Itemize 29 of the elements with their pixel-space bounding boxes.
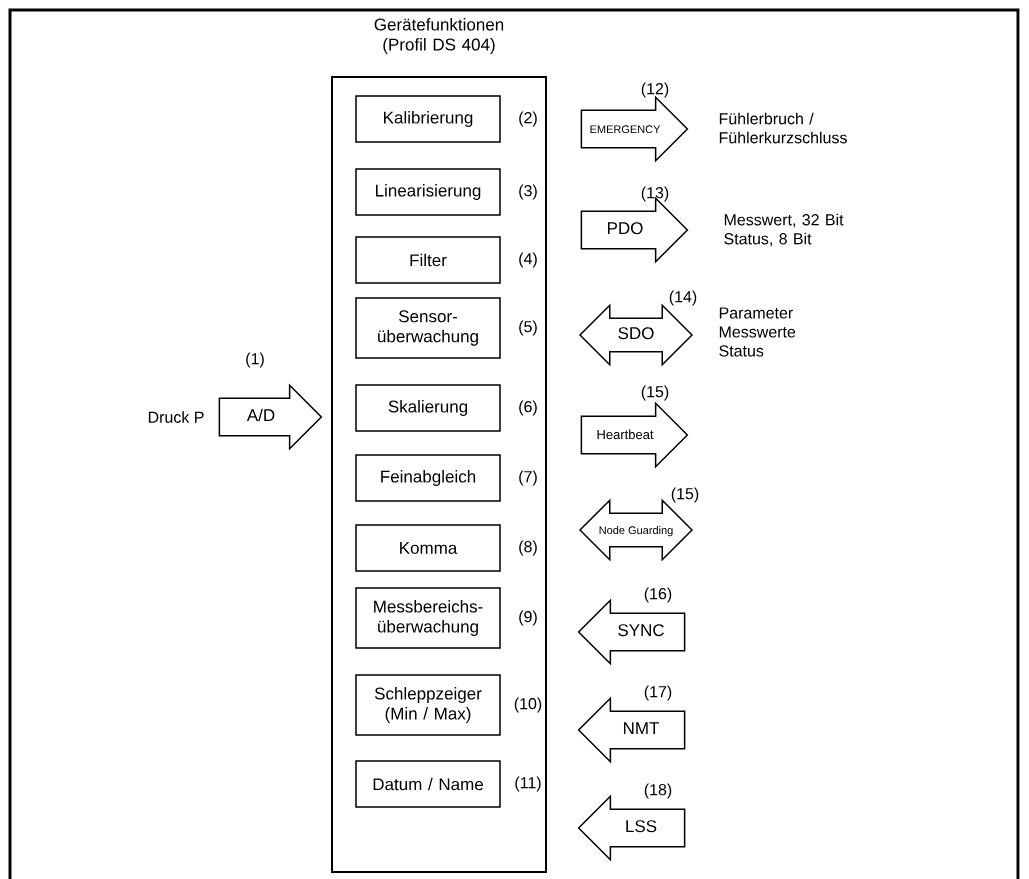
callout-number: (11) [515, 776, 541, 792]
callout-number: (1) [246, 352, 264, 368]
callout-number: (6) [519, 400, 537, 416]
function-box: Datum / Name [355, 760, 501, 808]
callout-number: (9) [519, 610, 537, 626]
function-box: Messbereichs- überwachung [355, 587, 501, 649]
function-box: Sensor- überwachung [355, 297, 501, 359]
function-box: Kalibrierung [355, 95, 501, 143]
description-text: Druck P [148, 411, 204, 423]
callout-number: (3) [519, 184, 537, 200]
callout-number: (12) [641, 82, 669, 98]
function-box: Schleppzeiger (Min / Max) [355, 674, 501, 736]
callout-number: (2) [519, 111, 537, 127]
callout-number: (7) [519, 470, 537, 486]
callout-number: (5) [519, 320, 537, 336]
node-label: Gerätefunktionen (Profil DS 404) [374, 18, 504, 54]
function-box: Feinabgleich [355, 454, 501, 502]
function-box: Linearisierung [355, 168, 501, 216]
description-text: Messwert, 32 Bit Status, 8 Bit [724, 213, 844, 247]
callout-number: (10) [514, 697, 542, 713]
function-box: Filter [355, 236, 501, 284]
callout-number: (4) [519, 252, 537, 268]
callout-number: (14) [669, 290, 697, 306]
function-box: Komma [355, 524, 501, 572]
callout-number: (15) [641, 385, 669, 401]
callout-number: (8) [519, 540, 537, 556]
description-text: Parameter Messwerte Status [719, 307, 796, 357]
description-text: Fühlerbruch / Fühlerkurzschluss [719, 112, 847, 144]
function-box: Skalierung [355, 384, 501, 432]
